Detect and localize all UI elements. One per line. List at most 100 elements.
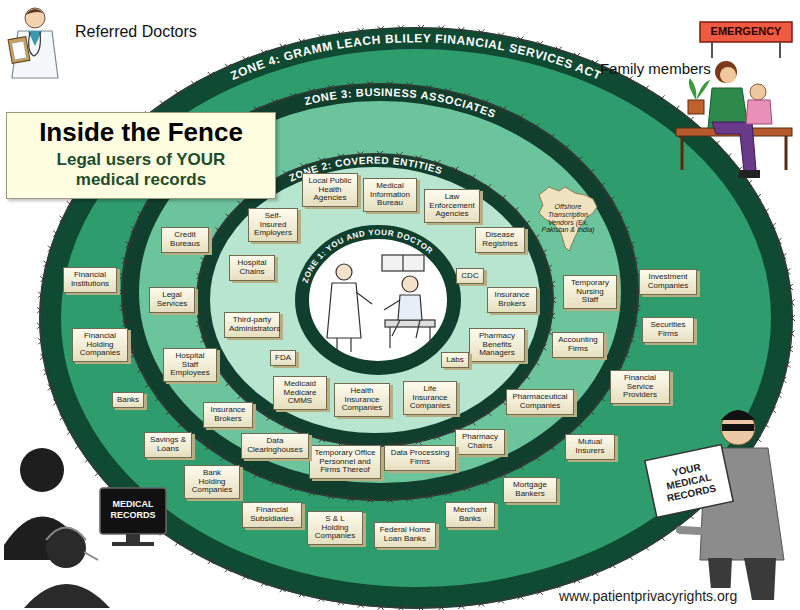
building-box: Securities Firms — [642, 317, 694, 343]
callout-body: Legal users of YOUR medical records — [41, 150, 241, 191]
building-label: Mortgage Bankers — [508, 481, 552, 499]
zone-ring: ZONE 1: YOU AND YOUR DOCTOR — [302, 232, 454, 368]
building-label: Pharmacy Benefits Managers — [474, 332, 520, 358]
building-label: Financial Service Providers — [615, 374, 665, 400]
building-box: Savings & Loans — [144, 432, 192, 458]
building-box: Financial Institutions — [63, 267, 117, 293]
building-box: Local Public Health Agencies — [302, 173, 358, 207]
building-label: Financial Institutions — [68, 271, 112, 289]
building-box: Labs — [441, 352, 468, 369]
building-box: Bank Holding Companies — [184, 465, 240, 499]
building-box: Legal Services — [149, 287, 195, 313]
building-box: Life Insurance Companies — [403, 381, 457, 415]
building-box: Medicaid Medicare CMMS — [273, 376, 327, 410]
doctor-figure — [8, 8, 58, 78]
building-label: Life Insurance Companies — [408, 385, 452, 411]
figure-label: Family members — [600, 60, 711, 78]
zone-ellipse: ZONE 1: YOU AND YOUR DOCTOR — [302, 232, 454, 368]
building-label: S & L Holding Companies — [312, 515, 358, 541]
url-watermark: www.patientprivacyrights.org — [556, 588, 740, 605]
building-label: Temporary Office Personnel and Firms The… — [314, 449, 376, 475]
building-label: Merchant Banks — [450, 506, 490, 524]
building-box: Law Enforcement Agencies — [424, 189, 480, 223]
building-label: Data Clearinghouses — [246, 437, 304, 455]
building-label: Pharmacy Chains — [460, 433, 500, 451]
map-region: Offshore Transcription Vendors (Ex. Paki… — [535, 185, 601, 253]
building-label: Banks — [117, 396, 139, 405]
building-label: Labs — [446, 356, 463, 365]
building-box: Banks — [112, 392, 144, 409]
zone-title: ZONE 1: YOU AND YOUR DOCTOR — [301, 228, 435, 284]
hacker-silhouettes — [4, 448, 166, 608]
building-box: Accounting Firms — [552, 332, 604, 358]
building-box: S & L Holding Companies — [307, 511, 363, 545]
building-label: Federal Home Loan Banks — [379, 526, 431, 544]
zone-title: ZONE 4: GRAMM LEACH BLILEY FINANCIAL SER… — [228, 31, 603, 83]
building-box: Mutual Insurers — [565, 434, 615, 460]
zone-title: ZONE 3: BUSINESS ASSOCIATES — [303, 86, 498, 120]
building-box: Financial Service Providers — [610, 370, 670, 404]
building-label: Credit Bureaus — [166, 231, 204, 249]
building-box: Temporary Office Personnel and Firms The… — [309, 445, 381, 479]
building-box: Self-Insured Employers — [248, 208, 298, 242]
family-figure — [676, 22, 792, 178]
building-box: Investment Companies — [639, 269, 697, 295]
callout-heading: Inside the Fence — [15, 118, 267, 148]
building-box: Third-party Administrators — [224, 312, 280, 338]
building-box: Insurance Brokers — [487, 287, 537, 313]
building-box: Pharmacy Benefits Managers — [469, 328, 525, 362]
building-label: Financial Holding Companies — [77, 332, 123, 358]
building-box: Data Processing Firms — [384, 445, 456, 471]
building-box: Pharmaceutical Companies — [506, 389, 574, 415]
building-label: Insurance Brokers — [492, 291, 532, 309]
building-label: Medical Information Bureau — [368, 182, 412, 208]
building-label: Financial Subsidiaries — [247, 506, 297, 524]
building-box: Financial Subsidiaries — [242, 502, 302, 528]
zone-ring: ZONE 2: COVERED ENTITIESZONE 1: YOU AND … — [203, 160, 547, 440]
building-box: Insurance Brokers — [203, 402, 253, 428]
building-box: CDC — [456, 268, 483, 285]
building-label: Law Enforcement Agencies — [429, 193, 475, 219]
building-box: Health Insurance Companies — [334, 383, 390, 417]
building-box: Mortgage Bankers — [503, 477, 557, 503]
building-label: Hospital Staff Employees — [168, 352, 212, 378]
map-label: Offshore Transcription Vendors (Ex. Paki… — [539, 203, 597, 234]
building-label: Pharmaceutical Companies — [511, 393, 569, 411]
figure-label: Referred Doctors — [75, 22, 197, 41]
building-label: Insurance Brokers — [208, 406, 248, 424]
building-label: Data Processing Firms — [389, 449, 451, 467]
building-box: Temporary Nursing Staff — [563, 275, 617, 309]
building-label: Third-party Administrators — [229, 316, 275, 334]
building-label: Securities Firms — [647, 321, 689, 339]
building-label: Bank Holding Companies — [189, 469, 235, 495]
building-box: Federal Home Loan Banks — [374, 522, 436, 548]
exam-room-illustration — [327, 255, 435, 352]
building-label: Accounting Firms — [557, 336, 599, 354]
building-box: Data Clearinghouses — [241, 433, 309, 459]
building-label: Health Insurance Companies — [339, 387, 385, 413]
building-label: Self-Insured Employers — [253, 212, 293, 238]
building-box: Hospital Staff Employees — [163, 348, 217, 382]
building-box: Hospital Chains — [229, 255, 275, 281]
building-box: Medical Information Bureau — [363, 178, 417, 212]
building-label: Disease Registries — [480, 231, 520, 249]
screen-text: MEDICAL RECORDS — [102, 499, 164, 521]
building-box: Credit Bureaus — [161, 227, 209, 253]
building-label: Medicaid Medicare CMMS — [278, 380, 322, 406]
building-label: FDA — [275, 354, 291, 363]
callout-box: Inside the FenceLegal users of YOUR medi… — [6, 112, 276, 199]
building-label: Investment Companies — [644, 273, 692, 291]
building-box: Disease Registries — [475, 227, 525, 253]
building-box: Pharmacy Chains — [455, 429, 505, 455]
building-box: FDA — [270, 350, 296, 367]
building-label: Local Public Health Agencies — [307, 177, 353, 203]
building-box: Merchant Banks — [445, 502, 495, 528]
building-label: Legal Services — [154, 291, 190, 309]
sign-text: EMERGENCY — [700, 25, 792, 38]
building-label: Temporary Nursing Staff — [568, 279, 612, 305]
thief-figure — [645, 410, 784, 600]
building-box: Financial Holding Companies — [72, 328, 128, 362]
building-label: CDC — [461, 272, 478, 281]
building-label: Mutual Insurers — [570, 438, 610, 456]
building-label: Hospital Chains — [234, 259, 270, 277]
